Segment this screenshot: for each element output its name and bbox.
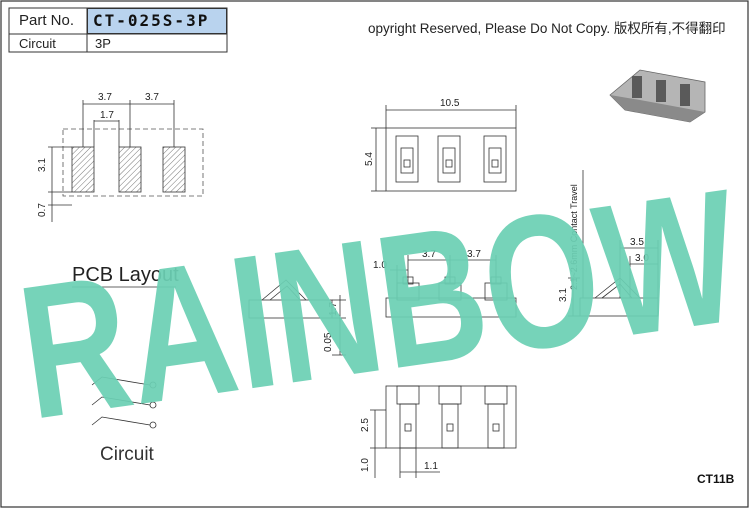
circuit-symbol xyxy=(91,376,157,429)
circuit-label: Circuit xyxy=(19,36,56,51)
dim-pcb-pitch-a: 3.7 xyxy=(98,92,112,103)
dim-front-edge: 1.0 xyxy=(373,260,387,271)
dim-pcb-pad-width: 1.7 xyxy=(100,110,114,121)
dim-right-width-a: 3.5 xyxy=(630,237,644,248)
top-view xyxy=(371,105,517,192)
dim-side-height: 1.7 xyxy=(328,302,339,316)
drawing-code: CT11B xyxy=(697,472,735,486)
circuit-value: 3P xyxy=(95,36,111,51)
part-no-label: Part No. xyxy=(19,12,75,29)
dim-bottom-base: 1.0 xyxy=(360,458,371,472)
pcb-layout-view xyxy=(48,100,204,222)
dim-pcb-height: 3.1 xyxy=(37,158,48,172)
dim-pcb-offset: 0.7 xyxy=(37,203,48,217)
part-number-highlight xyxy=(87,8,227,34)
left-side-view xyxy=(248,279,346,356)
dim-front-pitch-a: 3.7 xyxy=(422,249,436,260)
dim-bottom-width: 1.1 xyxy=(424,461,438,472)
part-no-value: CT-025S-3P xyxy=(93,11,210,30)
dim-front-pitch-b: 3.7 xyxy=(467,249,481,260)
rainbow-watermark: RAINBOW xyxy=(8,149,750,459)
bottom-view xyxy=(370,385,517,478)
dim-pcb-pitch-b: 3.7 xyxy=(145,92,159,103)
copyright-notice: opyright Reserved, Please Do Not Copy. 版… xyxy=(368,21,726,36)
dim-top-depth: 5.4 xyxy=(364,152,375,166)
dim-right-height: 3.1 xyxy=(558,288,569,302)
dim-bottom-height: 2.5 xyxy=(360,418,371,432)
front-view xyxy=(385,255,517,318)
connector-3d-thumbnail xyxy=(609,69,706,123)
pcb-layout-label: PCB Layout xyxy=(72,264,179,286)
dim-right-width-b: 3.0 xyxy=(635,253,649,264)
contact-travel-label: 2.1~2.6mm Contact Travel xyxy=(569,184,579,290)
dim-side-offset: 0.05 xyxy=(323,332,334,352)
right-side-view xyxy=(568,170,659,317)
circuit-caption: Circuit xyxy=(100,444,154,465)
dim-top-width: 10.5 xyxy=(440,98,460,109)
